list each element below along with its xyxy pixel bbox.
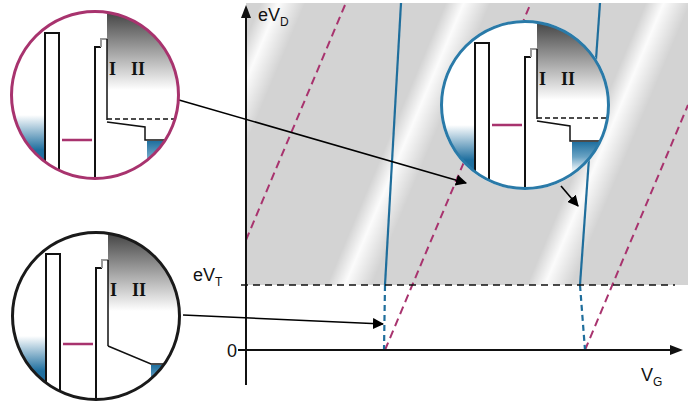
subscript: T [215, 275, 222, 289]
region-label: I [110, 281, 117, 299]
dot-level [492, 124, 522, 127]
tunnel-barrier [525, 57, 531, 195]
fermi-level [537, 117, 617, 119]
leader-arrow [561, 186, 578, 206]
resonance-lines [246, 5, 688, 350]
source-electrode [6, 336, 46, 403]
y-axis [245, 16, 247, 385]
region-label: II [561, 70, 575, 88]
region-label: II [131, 60, 145, 78]
symbol-text: eV [258, 5, 280, 25]
axes [238, 16, 672, 385]
band-diagram [435, 15, 617, 195]
x-axis [238, 349, 672, 351]
axis-label: VG [641, 366, 662, 384]
band-edge [107, 122, 187, 140]
drain-electrode [151, 365, 188, 395]
circle-outline [10, 10, 180, 180]
band-diagram [5, 5, 187, 185]
circle-outline [13, 233, 180, 400]
inset-circle: III [11, 231, 181, 401]
edge-line-dashed [384, 285, 385, 350]
barrier-step [531, 49, 537, 57]
tunnel-barrier [46, 254, 60, 403]
dot-level [62, 139, 92, 142]
band-diagram [6, 226, 188, 403]
circle-outline [440, 20, 610, 190]
barrier-edge [536, 49, 538, 119]
subscript: D [280, 15, 289, 29]
barrier-step [102, 260, 108, 268]
threshold-label: eVT [193, 266, 222, 284]
plot-part [5, 5, 187, 185]
circle-outline [442, 22, 609, 189]
fade-stripe [142, 3, 305, 285]
symbol-text: 0 [227, 341, 237, 361]
leader-arrow [183, 315, 383, 324]
plot-part [6, 226, 188, 403]
axis-arrowhead [241, 5, 251, 18]
band-edge [108, 346, 188, 364]
circle-outline [12, 12, 179, 179]
axis-arrowhead [670, 345, 683, 355]
tunnel-barrier [96, 268, 102, 403]
region-label: I [539, 70, 546, 88]
tunnel-barrier [95, 47, 101, 185]
circle-outline [11, 231, 181, 401]
inset-circle: III [10, 10, 180, 180]
region-shading [107, 5, 187, 90]
barrier-step [101, 39, 107, 47]
region-shading [537, 15, 617, 100]
plot-part [435, 15, 617, 195]
subscript: G [653, 375, 662, 389]
symbol-text: V [641, 365, 653, 385]
origin-label: 0 [227, 342, 237, 360]
fade-stripes [142, 3, 688, 285]
barrier-edge [106, 39, 108, 120]
leader-arrows [179, 100, 578, 324]
edge-line [385, 3, 401, 285]
region-label: II [132, 281, 146, 299]
symbol-text: eV [193, 265, 215, 285]
source-electrode [435, 125, 475, 195]
barrier-edge [107, 260, 109, 346]
inset-circle: III [440, 20, 610, 190]
axis-label: eVD [258, 6, 289, 24]
region-label: I [109, 60, 116, 78]
edge-line-dashed [580, 285, 585, 350]
resonance-line [246, 5, 345, 240]
dot-level [63, 343, 93, 346]
region-shading [108, 226, 188, 311]
leader-arrow [179, 100, 466, 183]
source-electrode [5, 115, 45, 185]
threshold-line [241, 284, 675, 286]
